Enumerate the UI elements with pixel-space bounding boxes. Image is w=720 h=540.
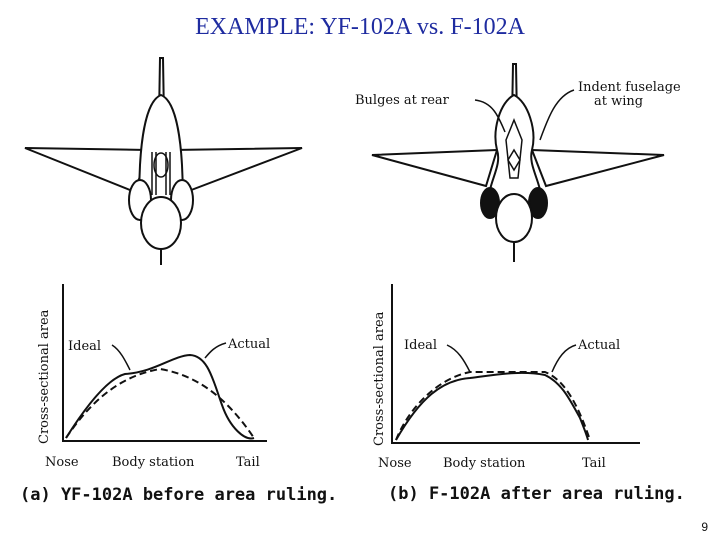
right-body-station-label: Body station: [443, 456, 526, 471]
right-nose-label: Nose: [378, 456, 412, 471]
left-tail-label: Tail: [236, 455, 260, 470]
left-ideal-label: Ideal: [68, 339, 101, 354]
page-number: 9: [701, 520, 708, 534]
left-body-station-label: Body station: [112, 455, 195, 470]
left-nose-label: Nose: [45, 455, 79, 470]
indent-fuselage-label: Indent fuselage: [578, 80, 681, 95]
right-y-axis-label: Cross-sectional area: [372, 311, 387, 446]
left-ideal-curve: [65, 367, 255, 439]
left-y-axis-label: Cross-sectional area: [37, 309, 52, 444]
left-actual-curve: [65, 353, 255, 440]
at-wing-label: at wing: [594, 94, 643, 109]
right-actual-curve: [395, 371, 589, 441]
left-plot-axes: [62, 284, 267, 442]
right-plot-axes: [391, 284, 640, 444]
right-caption: (b) F-102A after area ruling.: [388, 484, 685, 504]
right-actual-label: Actual: [577, 338, 620, 353]
right-ideal-label: Ideal: [404, 338, 437, 353]
left-area-plot: Ideal Actual Nose Body station Tail Cros…: [37, 284, 270, 470]
slide-title: EXAMPLE: YF-102A vs. F-102A: [195, 14, 525, 40]
bulges-at-rear-label: Bulges at rear: [355, 93, 450, 108]
yf102a-aircraft-drawing: [24, 57, 303, 265]
f102a-aircraft-drawing: [371, 63, 665, 262]
right-area-plot: Ideal Actual Nose Body station Tail Cros…: [372, 284, 640, 471]
left-caption: (a) YF-102A before area ruling.: [20, 485, 337, 505]
left-actual-label: Actual: [227, 337, 270, 352]
right-ideal-curve: [395, 371, 591, 441]
right-tail-label: Tail: [582, 456, 606, 471]
